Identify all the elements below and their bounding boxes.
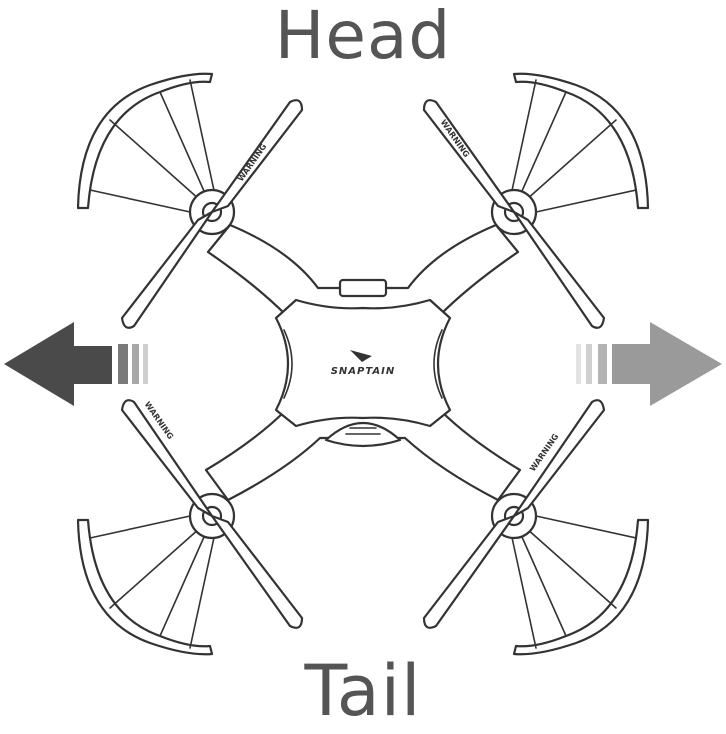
snaptain-logo-icon bbox=[350, 350, 372, 362]
drone-body bbox=[274, 278, 452, 448]
propeller-top-left bbox=[120, 99, 304, 329]
head-label: Head bbox=[274, 0, 452, 74]
arrow-left-icon bbox=[4, 322, 148, 406]
guard-top-left bbox=[76, 72, 216, 213]
guard-bottom-left bbox=[76, 515, 216, 656]
guard-top-right bbox=[510, 72, 650, 213]
arrow-right-icon bbox=[576, 322, 722, 406]
brand-label: SNAPTAIN bbox=[330, 366, 396, 377]
tail-label: Tail bbox=[304, 650, 422, 732]
propeller-bottom-right bbox=[422, 399, 606, 629]
propeller-bottom-left bbox=[120, 399, 304, 629]
guard-bottom-right bbox=[510, 515, 650, 656]
propeller-top-right bbox=[422, 99, 606, 329]
